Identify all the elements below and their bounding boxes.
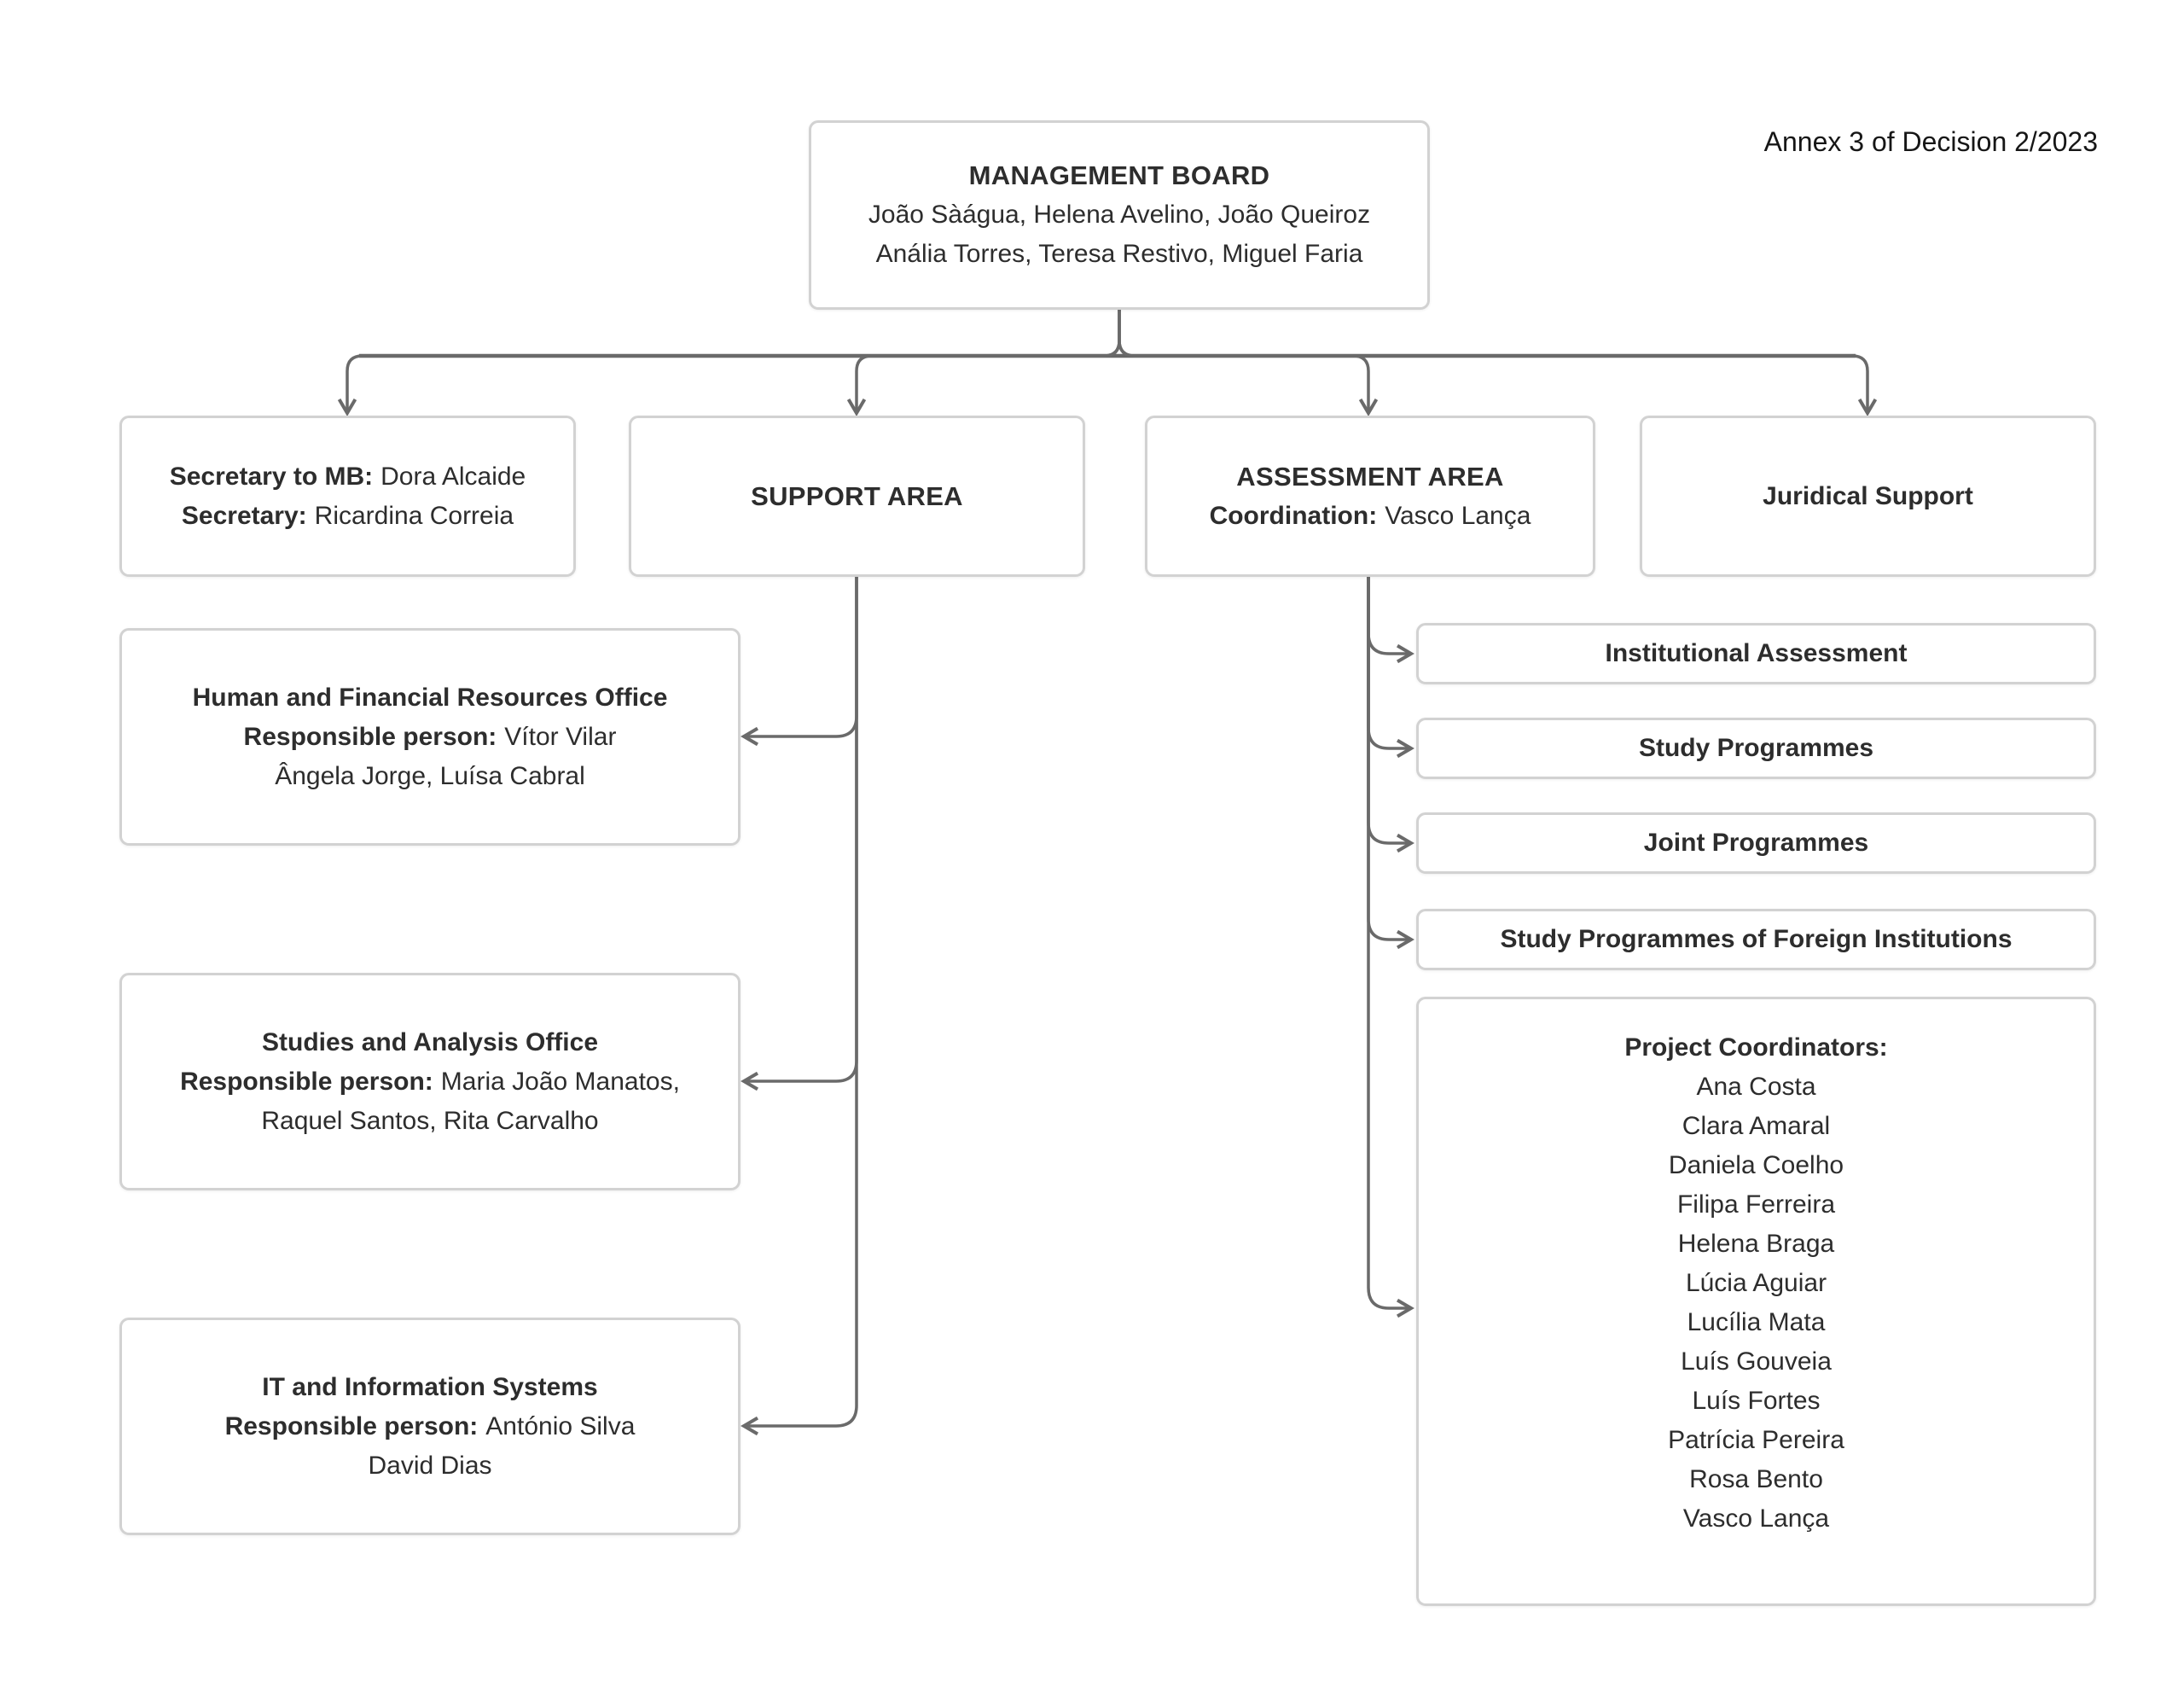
edges-assessment-area-children <box>1367 577 1414 1318</box>
line-text: Maria João Manatos, <box>440 1067 680 1096</box>
node-institutional-assessment: Institutional Assessment <box>1416 623 2096 684</box>
list-item: Luís Gouveia <box>1681 1347 1832 1376</box>
line-text: Ricardina Correia <box>314 501 514 530</box>
list-item: Clara Amaral <box>1682 1112 1831 1140</box>
list-item: Filipa Ferreira <box>1676 1190 1836 1219</box>
node-secretariat: Secretary to MB:Dora Alcaide Secretary:R… <box>119 416 576 577</box>
node-title: SUPPORT AREA <box>751 480 963 511</box>
list-item: Patrícia Pereira <box>1668 1426 1844 1454</box>
node-studies-office: Studies and Analysis Office Responsible … <box>119 973 741 1190</box>
node-title: Study Programmes <box>1638 734 1874 762</box>
edge-support-studies-office <box>741 577 858 1091</box>
member-line: Raquel Santos, Rita Carvalho <box>261 1106 599 1135</box>
list-item: Vasco Lança <box>1682 1504 1830 1533</box>
node-it-office: IT and Information Systems Responsible p… <box>119 1318 741 1535</box>
node-line: Coordination:Vasco Lança <box>1210 497 1531 536</box>
edge-assessment-joint-programmes <box>1367 577 1414 853</box>
line-label: Responsible person: <box>180 1067 433 1096</box>
list-item: Lúcia Aguiar <box>1685 1269 1827 1297</box>
node-title: Institutional Assessment <box>1605 639 1908 667</box>
node-support-area: SUPPORT AREA <box>629 416 1085 577</box>
line-label: Secretary: <box>181 501 307 530</box>
edge-assessment-study-programmes <box>1367 577 1414 759</box>
annex-note: Annex 3 of Decision 2/2023 <box>1763 126 2098 157</box>
node-joint-programmes: Joint Programmes <box>1416 812 2096 874</box>
list-item: Daniela Coelho <box>1668 1151 1844 1179</box>
edge-mb-assessment-area <box>1118 310 1379 416</box>
edge-assessment-project-coordinators <box>1367 577 1414 1318</box>
line-text: Vasco Lança <box>1385 501 1531 530</box>
node-line: Secretary to MB:Dora Alcaide <box>170 457 526 497</box>
node-title: Joint Programmes <box>1643 829 1869 857</box>
node-title: MANAGEMENT BOARD <box>968 160 1270 190</box>
list-item: Rosa Bento <box>1689 1465 1823 1493</box>
edge-support-it-office <box>741 577 858 1436</box>
node-line: Responsible person:Vítor Vilar <box>244 718 617 757</box>
member-line: João Sàágua, Helena Avelino, João Queiro… <box>868 201 1371 229</box>
member-line: Anália Torres, Teresa Restivo, Miguel Fa… <box>875 240 1363 268</box>
node-line: Secretary:Ricardina Correia <box>182 497 514 536</box>
edge-mb-juridical-support <box>1118 310 1878 416</box>
edge-assessment-foreign-programmes <box>1367 577 1414 950</box>
list-item: Lucília Mata <box>1687 1308 1826 1336</box>
list-item: Ana Costa <box>1696 1073 1816 1101</box>
line-text: Dora Alcaide <box>380 462 526 491</box>
edge-mb-secretariat <box>337 310 1121 416</box>
member-line: David Dias <box>368 1451 492 1480</box>
node-management-board: MANAGEMENT BOARD João Sàágua, Helena Ave… <box>809 120 1430 310</box>
node-title: Juridical Support <box>1763 481 1973 510</box>
node-title: Project Coordinators: <box>1624 1033 1888 1062</box>
node-juridical-support: Juridical Support <box>1640 416 2096 577</box>
edges-management-to-row2 <box>337 310 1878 416</box>
line-text: Vítor Vilar <box>504 722 617 751</box>
line-label: Coordination: <box>1209 501 1378 530</box>
node-study-programmes: Study Programmes <box>1416 718 2096 779</box>
edge-assessment-institutional <box>1367 577 1414 664</box>
line-label: Responsible person: <box>243 722 497 751</box>
node-title: Studies and Analysis Office <box>262 1027 598 1056</box>
node-title: Study Programmes of Foreign Institutions <box>1500 925 2013 953</box>
node-hr-office: Human and Financial Resources Office Res… <box>119 628 741 846</box>
node-foreign-programmes: Study Programmes of Foreign Institutions <box>1416 909 2096 970</box>
list-item: Luís Fortes <box>1692 1387 1821 1415</box>
node-line: Responsible person:Maria João Manatos, <box>180 1062 680 1102</box>
edge-support-hr-office <box>741 577 858 747</box>
member-line: Ângela Jorge, Luísa Cabral <box>275 761 585 790</box>
node-title: Human and Financial Resources Office <box>192 683 668 712</box>
node-line: Responsible person:António Silva <box>225 1407 636 1446</box>
list-item: Helena Braga <box>1677 1230 1835 1258</box>
node-title: ASSESSMENT AREA <box>1236 461 1504 492</box>
line-text: António Silva <box>485 1411 636 1440</box>
edge-mb-support-area <box>846 310 1121 416</box>
line-label: Secretary to MB: <box>169 462 374 491</box>
line-label: Responsible person: <box>224 1411 479 1440</box>
node-assessment-area: ASSESSMENT AREA Coordination:Vasco Lança <box>1145 416 1595 577</box>
node-title: IT and Information Systems <box>262 1372 598 1401</box>
edges-support-area-children <box>741 577 858 1436</box>
